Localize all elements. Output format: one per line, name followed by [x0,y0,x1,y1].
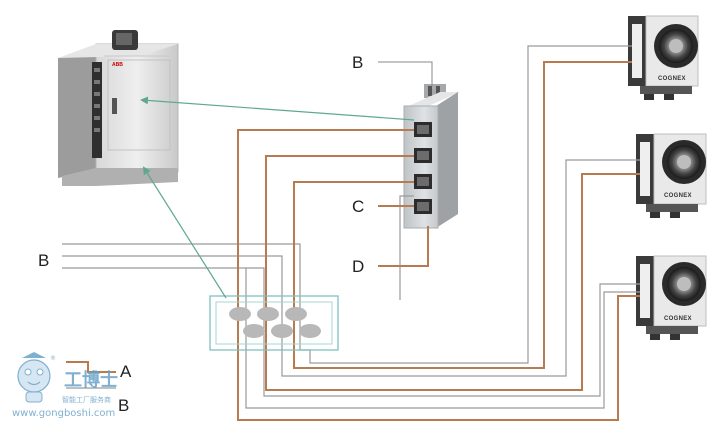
controller-logo: ABB [112,62,123,68]
legend: A B [66,361,132,415]
switch-port-1 [414,122,432,137]
watermark-title: 工博士 [64,369,118,391]
io-line-3 [62,267,640,397]
camera-3-brand: COGNEX [664,316,692,322]
switch-port-2 [414,148,432,163]
camera-2-brand: COGNEX [664,193,692,199]
mascot-icon [17,352,51,403]
camera-1: COGNEX [628,15,699,100]
cable-port2-camera2 [265,155,640,391]
robot-io-label: B [38,251,49,270]
terminal-to-controller-arrow [142,166,227,299]
camera-2: COGNEX [636,133,707,218]
link-arrows [140,96,415,299]
terminal-block [209,295,339,351]
cable-power [378,226,429,267]
switch-port-4 [414,199,432,214]
io-line-1 [62,45,632,364]
power-label: D [352,257,364,276]
watermark-subtitle: 智能工厂服务商 [62,395,111,404]
legend-label-a: A [120,362,132,381]
io-line-4 [245,268,640,409]
camera-3: COGNEX [636,255,707,340]
watermark-url: www.gongboshi.com [12,408,115,419]
ethernet-cables [237,61,640,421]
switch-to-controller-arrow [140,96,415,121]
label-leaders [378,61,433,86]
port-label: C [352,197,364,216]
legend-label-b: B [118,396,129,415]
switch-port-3 [414,174,432,189]
robot-controller: ABB [58,30,179,186]
switch-label: B [352,53,363,72]
io-line-2 [62,159,640,377]
watermark: ® 工博士 智能工厂服务商 www.gongboshi.com [12,352,118,419]
ethernet-switch [403,84,460,229]
legend-line-a [66,361,116,373]
camera-1-brand: COGNEX [658,76,686,82]
cable-port1-camera3 [237,129,640,421]
io-lines [62,45,640,409]
watermark-reg: ® [50,355,56,362]
cable-port3-camera1 [293,61,632,369]
